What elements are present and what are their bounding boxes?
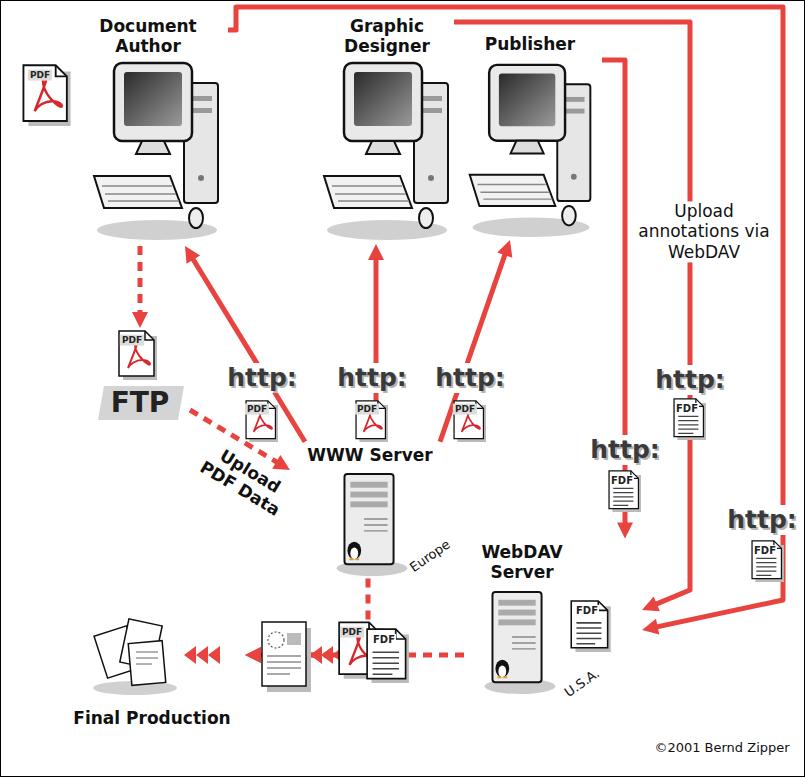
workstation-node: Document Author xyxy=(83,13,229,246)
arrowhead xyxy=(497,240,512,258)
arrowhead xyxy=(321,646,333,664)
connector xyxy=(185,246,305,442)
connector xyxy=(228,7,783,634)
annotation-label: PDF xyxy=(28,70,52,81)
annotation-label: PDF xyxy=(355,404,379,415)
edge-label: Upload PDF Data xyxy=(192,437,299,523)
connector-line xyxy=(192,258,305,442)
workstation-node: Graphic Designer xyxy=(318,13,454,244)
annotation-label: PDF xyxy=(340,627,364,638)
node-label: U.S.A. xyxy=(562,665,603,700)
node-label: Europe xyxy=(407,536,453,575)
annotation-label: PDF xyxy=(245,404,269,415)
annotation-label: FDF xyxy=(575,605,599,617)
connector xyxy=(132,246,148,328)
pdf-document xyxy=(119,331,157,380)
author-computer xyxy=(94,63,218,240)
edge-label: http: xyxy=(652,365,728,395)
arrowhead xyxy=(208,646,220,664)
sheet-lines xyxy=(136,652,158,664)
fdf-document xyxy=(752,541,784,582)
node-label: WebDAV Server xyxy=(467,542,577,583)
pdf-document xyxy=(23,65,70,126)
annotation-label: PDF xyxy=(120,335,144,346)
arrowhead xyxy=(368,244,384,260)
workstation-node: Publisher xyxy=(460,30,602,240)
node-label: Document Author xyxy=(86,16,211,57)
www-server-icon xyxy=(337,474,408,576)
fdf-document xyxy=(367,629,409,683)
edge-label: http: xyxy=(432,363,508,393)
arrowhead xyxy=(642,596,660,611)
arrowhead xyxy=(245,647,261,663)
page xyxy=(262,622,306,686)
ftp-panel xyxy=(98,386,184,420)
annotation-label: FDF xyxy=(753,545,777,557)
annotation-label: ©2001 Bernd Zipper xyxy=(654,740,789,756)
node-label: Publisher xyxy=(485,34,576,54)
designer-computer xyxy=(324,63,448,240)
connector-line xyxy=(138,246,143,314)
annotation-label: FDF xyxy=(675,403,699,415)
edge-label: http: xyxy=(724,505,800,535)
layout-sheet xyxy=(262,622,311,692)
node-label: WWW Server xyxy=(307,445,432,465)
edge-label: http: xyxy=(334,363,410,393)
node-label: FTP xyxy=(111,386,170,420)
connector xyxy=(454,22,690,611)
layout-lines xyxy=(267,656,301,674)
connector-line xyxy=(454,22,690,605)
arrowhead xyxy=(185,246,200,264)
arrowhead xyxy=(132,312,148,328)
connector xyxy=(602,60,633,539)
publisher-computer xyxy=(470,65,591,237)
arrowhead xyxy=(642,619,659,635)
arrowhead xyxy=(196,646,208,664)
arrowhead xyxy=(617,523,633,539)
node-label: Graphic Designer xyxy=(327,16,447,57)
production-node: Final Production xyxy=(60,612,245,736)
connector-line xyxy=(440,253,505,442)
annotation-label: Upload annotations via WebDAV xyxy=(631,201,777,262)
connector-line xyxy=(228,7,783,627)
fdf-document xyxy=(571,601,611,652)
annotation-label: FDF xyxy=(610,475,634,487)
arrowhead xyxy=(272,455,290,470)
connector xyxy=(440,240,512,442)
layout-box xyxy=(287,633,301,645)
edge-label: http: xyxy=(224,363,300,393)
server-node: WWW ServerEurope xyxy=(290,442,456,579)
sheet xyxy=(128,641,166,686)
annotation-label: PDF xyxy=(453,404,477,415)
printed-sheets xyxy=(93,619,177,695)
fdf-document xyxy=(609,471,641,512)
webdav-server-icon xyxy=(485,592,556,694)
arrowhead xyxy=(310,646,322,664)
fdf-document xyxy=(674,399,706,440)
layout-circle xyxy=(268,632,284,648)
server-node: WebDAV ServerU.S.A. xyxy=(464,539,642,704)
arrowhead xyxy=(245,647,261,663)
edge-label: http: xyxy=(587,435,663,465)
annotation-label: FDF xyxy=(372,634,396,646)
arrowhead xyxy=(184,646,196,664)
node-label: Final Production xyxy=(73,708,230,728)
